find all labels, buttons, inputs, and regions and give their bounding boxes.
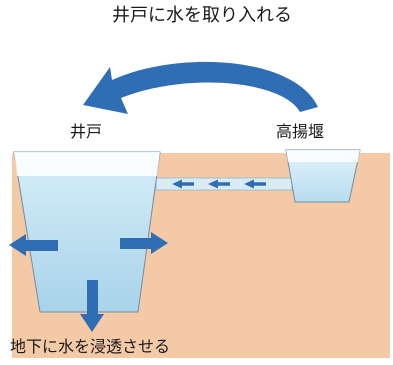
flow-arrow-icon <box>172 179 194 189</box>
seepage-arrow-down-icon <box>80 280 104 332</box>
weir-rim <box>286 150 360 162</box>
seepage-caption: 地下に水を浸透させる <box>10 337 171 356</box>
weir-label: 高揚堰 <box>276 122 325 141</box>
flow-arrow-icon <box>208 179 230 189</box>
curved-intake-arrow-icon <box>83 61 318 114</box>
seepage-arrow-left-icon <box>9 234 58 256</box>
well-rim <box>14 152 160 176</box>
well-label: 井戸 <box>70 122 103 141</box>
intake-caption: 井戸に水を取り入れる <box>112 5 292 26</box>
seepage-arrow-right-icon <box>120 232 168 254</box>
flow-arrow-icon <box>244 179 266 189</box>
